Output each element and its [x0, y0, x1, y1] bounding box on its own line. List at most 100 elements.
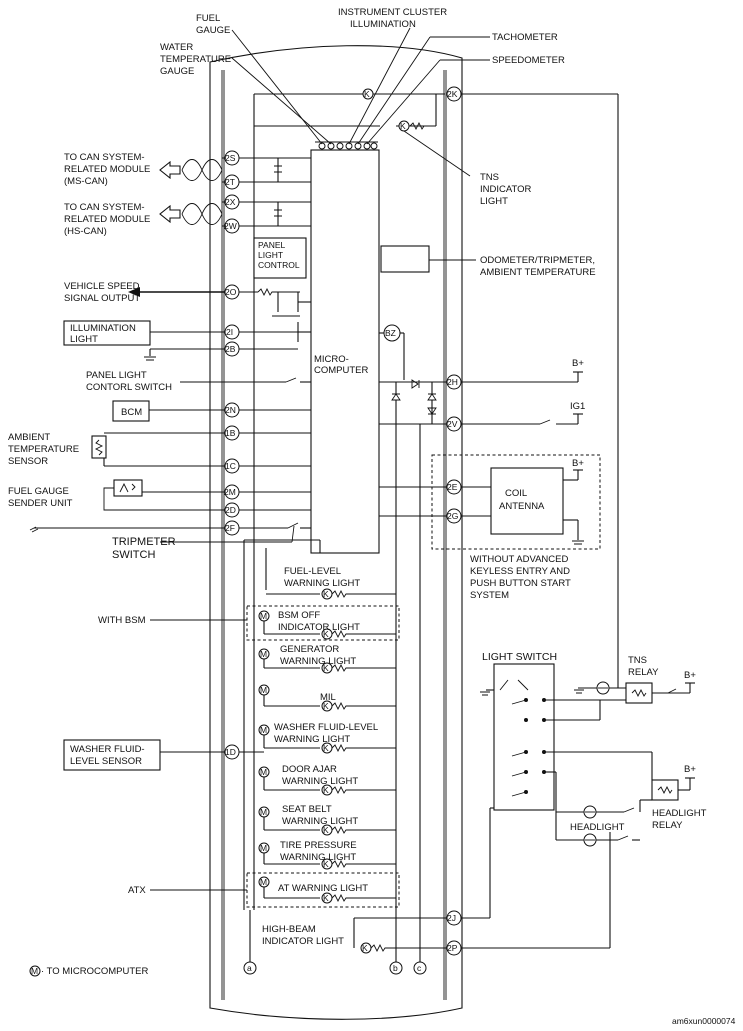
svg-text:2F: 2F	[225, 523, 235, 533]
instrument-cluster-outline	[209, 45, 463, 1020]
gauge-symbol	[370, 142, 378, 150]
svg-text:1B: 1B	[225, 428, 236, 438]
svg-text:c: c	[417, 963, 422, 973]
connector-2B: 2B	[224, 341, 240, 357]
microcomputer-label: MICRO-COMPUTER	[314, 354, 369, 376]
washer-fluid-level-sensor-box	[63, 739, 161, 771]
svg-text:1C: 1C	[225, 461, 236, 471]
lamp-row-at-warning: M K	[258, 876, 396, 904]
connector-a: a	[243, 961, 257, 975]
svg-text:M: M	[260, 877, 267, 887]
connector-2P: 2P	[446, 940, 462, 956]
lamp-row-generator: M K	[258, 648, 396, 674]
connector-1D: 1D	[224, 744, 240, 760]
lamp-row-mil: M K	[258, 684, 396, 712]
svg-text:2K: 2K	[447, 89, 458, 99]
gauge-symbol	[354, 142, 362, 150]
svg-text:2E: 2E	[447, 482, 458, 492]
svg-text:b: b	[393, 963, 398, 973]
panel-light-control-box	[253, 237, 307, 279]
svg-text:K: K	[323, 893, 329, 903]
buzzer-symbol: BZ	[383, 324, 401, 342]
illumination-light-box	[63, 320, 151, 346]
lamp-row-washer-fluid: M K	[258, 724, 396, 754]
gauge-symbol	[363, 142, 371, 150]
svg-text:M: M	[260, 725, 267, 735]
svg-text:TACHOMETER: TACHOMETER	[492, 32, 558, 43]
label-to-can-ms: TO CAN SYSTEM-RELATED MODULE(MS-CAN)	[64, 152, 150, 187]
gauge-symbol	[345, 142, 353, 150]
label-b-plus-coil: B+	[572, 458, 584, 469]
bcm-box	[112, 400, 150, 422]
twisted-pair-ms-can	[159, 157, 226, 183]
svg-text:M: M	[260, 807, 267, 817]
gauge-symbol	[336, 142, 344, 150]
svg-text:TO CAN SYSTEM-RELATED MODULE(M: TO CAN SYSTEM-RELATED MODULE(MS-CAN)	[64, 152, 150, 187]
connector-2M: 2M	[224, 484, 240, 500]
fuel-gauge-sender-symbol	[113, 479, 143, 497]
connector-2S: 2S	[224, 150, 240, 166]
svg-text:am6xun0000074: am6xun0000074	[672, 1016, 736, 1026]
svg-text:M: M	[31, 966, 38, 976]
svg-text:HEADLIGHT: HEADLIGHT	[570, 822, 625, 833]
bsm-option-boundary	[246, 605, 400, 641]
label-atx: ATX	[128, 885, 146, 896]
lamp-symbol	[362, 88, 374, 100]
svg-text:SPEEDOMETER: SPEEDOMETER	[492, 55, 565, 66]
coil-antenna-box	[490, 467, 564, 535]
connector-c: c	[413, 961, 427, 975]
svg-text:2X: 2X	[225, 197, 236, 207]
lamp-row-tire-pressure: M K	[258, 842, 396, 870]
label-tachometer: TACHOMETER	[492, 32, 558, 43]
svg-text:M: M	[260, 649, 267, 659]
legend-m-to-microcomputer: M · TO MICROCOMPUTER	[29, 965, 148, 977]
connector-2E: 2E	[446, 479, 462, 495]
label-b-plus-tns: B+	[684, 670, 696, 681]
connector-2N: 2N	[224, 402, 240, 418]
svg-text:K: K	[400, 121, 406, 131]
label-headlight: HEADLIGHT	[570, 822, 625, 833]
svg-text:WASHER FLUID-LEVEL SENSOR: WASHER FLUID-LEVEL SENSOR	[70, 744, 145, 767]
svg-text:K: K	[323, 701, 329, 711]
image-code: am6xun0000074	[672, 1016, 736, 1026]
svg-text:TO CAN SYSTEM-RELATED MODULE(H: TO CAN SYSTEM-RELATED MODULE(HS-CAN)	[64, 202, 150, 237]
label-ig1: IG1	[570, 401, 585, 412]
svg-text:· TO MICROCOMPUTER: · TO MICROCOMPUTER	[41, 966, 148, 977]
svg-text:WITH BSM: WITH BSM	[98, 615, 146, 626]
connector-2G: 2G	[446, 508, 462, 524]
svg-text:K: K	[323, 663, 329, 673]
svg-text:M: M	[260, 843, 267, 853]
svg-text:M: M	[260, 767, 267, 777]
svg-text:2G: 2G	[447, 511, 458, 521]
odometer-display	[380, 245, 430, 273]
svg-text:K: K	[364, 89, 370, 99]
svg-text:2D: 2D	[225, 505, 236, 515]
label-b-plus-2h: B+	[572, 358, 584, 369]
label-with-bsm: WITH BSM	[98, 615, 146, 626]
svg-text:B+: B+	[572, 458, 584, 469]
connector-1B: 1B	[224, 425, 240, 441]
svg-text:2I: 2I	[226, 327, 233, 337]
